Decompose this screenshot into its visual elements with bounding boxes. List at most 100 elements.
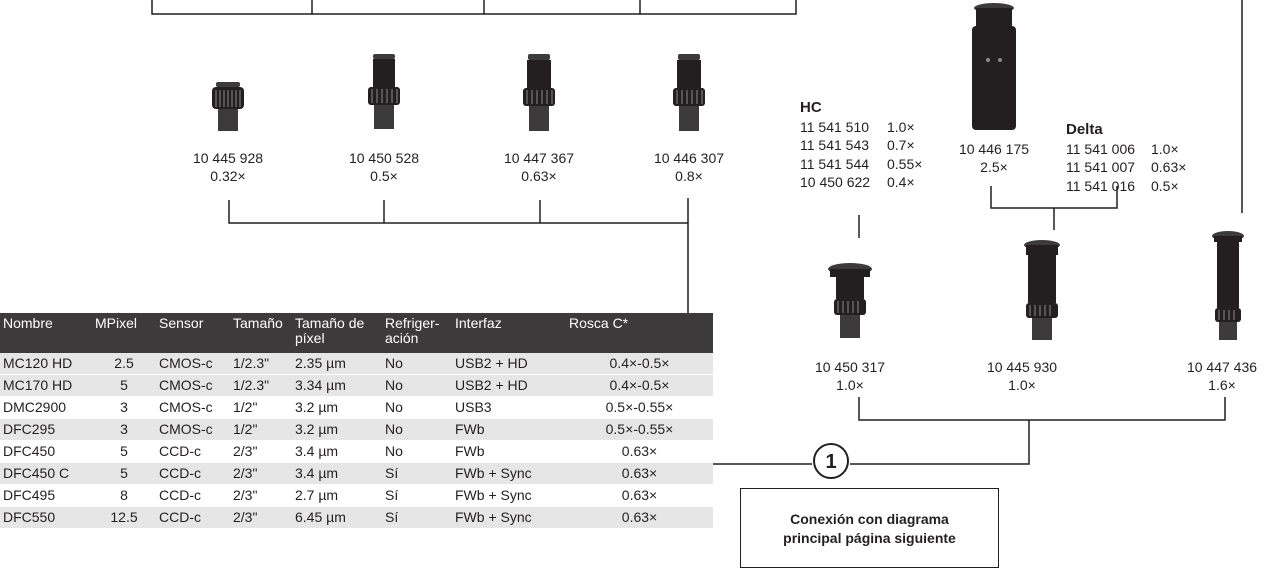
cell-nombre: DFC295 <box>0 418 92 441</box>
cell-rosca-c: 0.63× <box>566 506 713 529</box>
cell-interfaz: FWb <box>452 440 566 463</box>
cell-tamano-pixel: 2.35 µm <box>292 353 382 375</box>
cell-mpixel: 3 <box>92 418 156 441</box>
cell-refrigeracion: No <box>382 440 452 463</box>
cell-rosca-c: 0.63× <box>566 484 713 507</box>
cell-tamano-pixel: 3.4 µm <box>292 440 382 463</box>
cell-tamano: 2/3" <box>230 484 292 507</box>
cell-interfaz: FWb + Sync <box>452 462 566 485</box>
table-header-row: Nombre MPixel Sensor Tamaño Tamaño de pí… <box>0 313 713 353</box>
part-number: 10 445 930 <box>986 359 1058 375</box>
col-header-refrigeracion: Refriger-ación <box>382 313 452 353</box>
cell-rosca-c: 0.4×-0.5× <box>566 374 713 397</box>
adapter-label-0.8x: 10 446 307 0.8× <box>639 149 739 185</box>
adapter-label-0.32x: 10 445 928 0.32× <box>178 149 278 185</box>
part-number: 10 446 307 <box>653 150 725 166</box>
cell-mpixel: 5 <box>92 440 156 463</box>
col-header-sensor: Sensor <box>156 313 230 353</box>
connection-note: Conexión con diagrama principal página s… <box>740 488 999 568</box>
cell-nombre: MC170 HD <box>0 374 92 397</box>
cell-tamano-pixel: 6.45 µm <box>292 506 382 529</box>
cell-mpixel: 5 <box>92 462 156 485</box>
adapter-label-1.6x: 10 447 436 1.6× <box>1172 358 1272 394</box>
cell-tamano: 2/3" <box>230 506 292 529</box>
cell-refrigeracion: No <box>382 353 452 375</box>
cell-tamano-pixel: 3.34 µm <box>292 374 382 397</box>
cell-interfaz: FWb + Sync <box>452 506 566 529</box>
adapter-label-0.5x: 10 450 528 0.5× <box>334 149 434 185</box>
connection-note-line2: principal página siguiente <box>783 530 956 546</box>
cell-nombre: DFC495 <box>0 484 92 507</box>
cell-tamano: 2/3" <box>230 440 292 463</box>
cell-tamano: 1/2" <box>230 396 292 419</box>
col-header-tamano: Tamaño <box>230 313 292 353</box>
table-row: MC120 HD 2.5 CMOS-c 1/2.3" 2.35 µm No US… <box>0 353 713 375</box>
cell-mpixel: 5 <box>92 374 156 397</box>
adapter-label-0.63x: 10 447 367 0.63× <box>489 149 589 185</box>
adapter-0.8x-drawing <box>673 54 705 131</box>
cell-tamano-pixel: 3.2 µm <box>292 418 382 441</box>
cell-mpixel: 2.5 <box>92 353 156 375</box>
camera-specs-table: Nombre MPixel Sensor Tamaño Tamaño de pí… <box>0 313 713 529</box>
adapter-delta-1.0x-drawing <box>1024 240 1060 340</box>
cell-refrigeracion: Sí <box>382 506 452 529</box>
cell-rosca-c: 0.5×-0.55× <box>566 396 713 419</box>
cell-sensor: CCD-c <box>156 462 230 485</box>
cell-nombre: DMC2900 <box>0 396 92 419</box>
part-number: 10 450 317 <box>814 359 886 375</box>
col-header-rosca-c: Rosca C* <box>566 313 713 353</box>
cell-tamano-pixel: 3.2 µm <box>292 396 382 419</box>
magnification: 1.0× <box>836 377 864 393</box>
cell-interfaz: FWb + Sync <box>452 484 566 507</box>
cell-mpixel: 3 <box>92 396 156 419</box>
zoom-tube-label: 10 446 175 2.5× <box>946 140 1042 176</box>
part-number: 10 450 528 <box>348 150 420 166</box>
cell-refrigeracion: No <box>382 396 452 419</box>
cell-tamano: 1/2.3" <box>230 374 292 397</box>
table-row: DFC450 C 5 CCD-c 2/3" 3.4 µm Sí FWb + Sy… <box>0 462 713 485</box>
adapter-0.32x-drawing <box>212 82 244 131</box>
part-number: 10 446 175 <box>958 141 1030 157</box>
part-number: 10 445 928 <box>192 150 264 166</box>
cell-sensor: CMOS-c <box>156 396 230 419</box>
cell-sensor: CMOS-c <box>156 374 230 397</box>
magnification: 0.63× <box>521 168 557 184</box>
zoom-tube-drawing <box>972 3 1016 130</box>
cell-nombre: DFC450 <box>0 440 92 463</box>
cell-tamano-pixel: 3.4 µm <box>292 462 382 485</box>
adapter-1.6x-drawing <box>1212 231 1244 340</box>
table-row: MC170 HD 5 CMOS-c 1/2.3" 3.34 µm No USB2… <box>0 374 713 397</box>
cell-interfaz: USB3 <box>452 396 566 419</box>
table-row: DFC495 8 CCD-c 2/3" 2.7 µm Sí FWb + Sync… <box>0 484 713 507</box>
table-row: DFC550 12.5 CCD-c 2/3" 6.45 µm Sí FWb + … <box>0 506 713 529</box>
connection-note-line1: Conexión con diagrama <box>790 511 949 527</box>
hc-group-title: HC <box>800 99 822 116</box>
cell-interfaz: USB2 + HD <box>452 374 566 397</box>
cell-tamano: 2/3" <box>230 462 292 485</box>
cell-nombre: DFC450 C <box>0 462 92 485</box>
connector-number: 1 <box>825 451 836 473</box>
cell-sensor: CMOS-c <box>156 353 230 375</box>
cell-sensor: CMOS-c <box>156 418 230 441</box>
cell-tamano: 1/2.3" <box>230 353 292 375</box>
cell-mpixel: 8 <box>92 484 156 507</box>
table-row: DFC450 5 CCD-c 2/3" 3.4 µm No FWb 0.63× <box>0 440 713 463</box>
magnification: 1.0× <box>1008 377 1036 393</box>
magnification: 1.6× <box>1208 377 1236 393</box>
cell-rosca-c: 0.63× <box>566 440 713 463</box>
table-row: DFC295 3 CMOS-c 1/2" 3.2 µm No FWb 0.5×-… <box>0 418 713 441</box>
table-row: DMC2900 3 CMOS-c 1/2" 3.2 µm No USB3 0.5… <box>0 396 713 419</box>
cell-sensor: CCD-c <box>156 506 230 529</box>
cell-sensor: CCD-c <box>156 440 230 463</box>
cell-sensor: CCD-c <box>156 484 230 507</box>
magnification: 2.5× <box>980 159 1008 175</box>
